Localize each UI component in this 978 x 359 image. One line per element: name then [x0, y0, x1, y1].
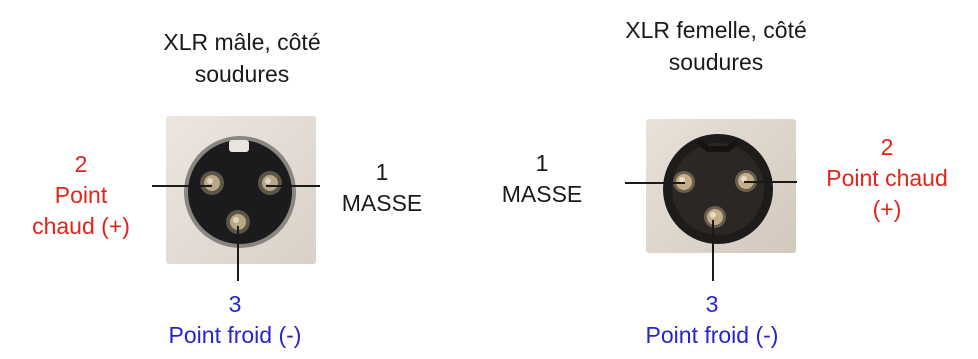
- male-title-line1: XLR mâle, côté: [163, 29, 321, 55]
- male-pin3-number: 3: [228, 291, 242, 317]
- male-pin1-ground-label: 1 MASSE: [328, 157, 436, 219]
- female-connector-title: XLR femelle, côté soudures: [586, 14, 846, 78]
- female-pin1-text: MASSE: [501, 181, 583, 207]
- male-pin1-text: MASSE: [341, 190, 423, 216]
- male-connector-title: XLR mâle, côté soudures: [112, 26, 372, 90]
- male-pin3-cold-label: 3 Point froid (-): [130, 289, 340, 351]
- female-pin2-text-line2: (+): [872, 196, 902, 222]
- male-pin2-hot-label: 2 Point chaud (+): [16, 149, 146, 242]
- female-title-line1: XLR femelle, côté: [625, 17, 807, 43]
- male-pin1-number: 1: [375, 159, 389, 185]
- male-pin2-text-line2: chaud (+): [32, 213, 130, 239]
- male-pin3-text: Point froid (-): [168, 322, 302, 348]
- female-pin1-number: 1: [535, 150, 549, 176]
- female-xlr-connector-image: [646, 119, 796, 253]
- female-pin2-number: 2: [880, 134, 894, 160]
- female-title-line2: soudures: [668, 49, 764, 75]
- male-pin2-text-line1: Point: [54, 182, 108, 208]
- female-pin3-number: 3: [705, 291, 719, 317]
- female-pin2-text-line1: Point chaud: [826, 165, 948, 191]
- female-pin1-ground-label: 1 MASSE: [488, 148, 596, 210]
- male-title-line2: soudures: [194, 61, 290, 87]
- male-pin2-number: 2: [74, 151, 88, 177]
- female-pin2-hot-label: 2 Point chaud (+): [792, 132, 978, 225]
- female-pin3-cold-label: 3 Point froid (-): [607, 289, 817, 351]
- female-pin3-text: Point froid (-): [645, 322, 779, 348]
